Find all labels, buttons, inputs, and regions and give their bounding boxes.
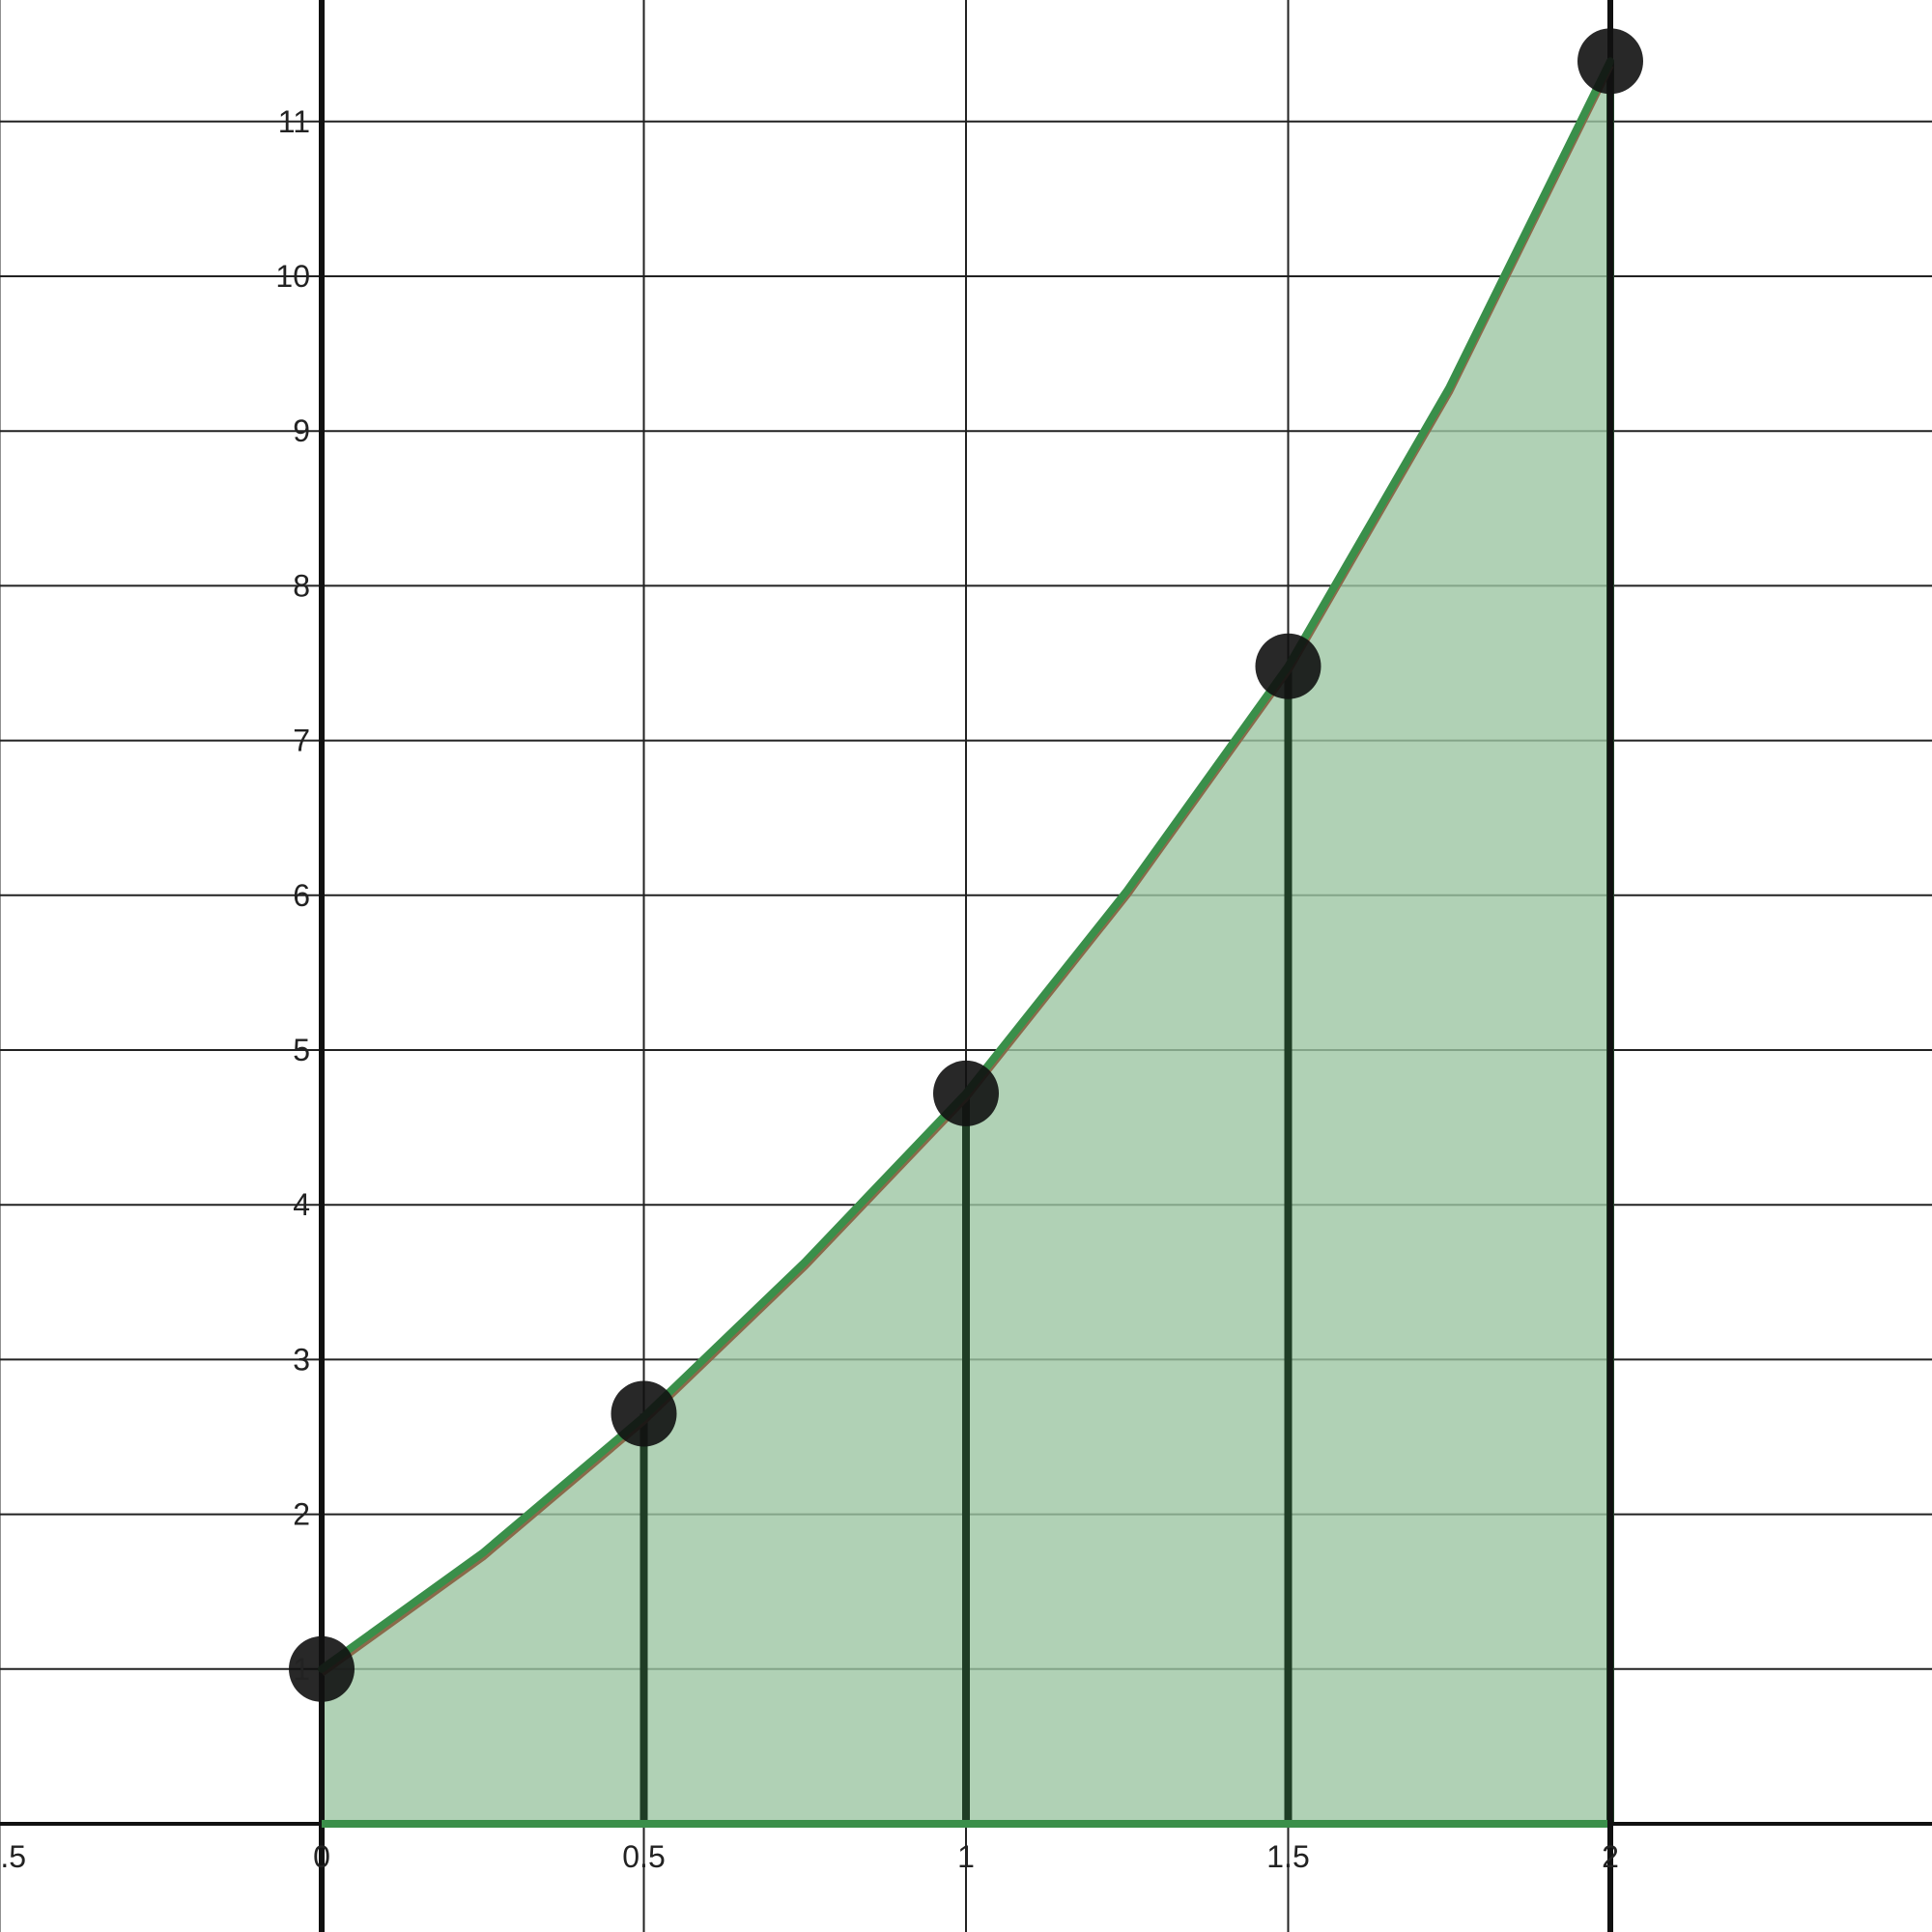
- tick-labels: -0.5 0 0.5 1 1.5 2 1 2 3 4 5 6 7 8 9 10 11: [0, 104, 1619, 1874]
- y-tick-label: 7: [293, 724, 310, 758]
- y-tick-label: 4: [293, 1187, 310, 1222]
- data-point: [611, 1380, 677, 1447]
- y-tick-label: 2: [293, 1497, 310, 1532]
- x-tick-label: 2: [1602, 1839, 1619, 1874]
- x-tick-label: 1: [957, 1839, 975, 1874]
- y-tick-label: 1: [293, 1652, 310, 1687]
- y-tick-label: 3: [293, 1342, 310, 1377]
- data-point: [1577, 28, 1643, 95]
- data-points: [289, 28, 1643, 1702]
- data-point: [933, 1060, 999, 1126]
- x-tick-label: -0.5: [0, 1839, 26, 1874]
- data-point: [1255, 633, 1321, 699]
- y-tick-label: 6: [293, 878, 310, 913]
- y-tick-label: 8: [293, 568, 310, 603]
- y-tick-label: 9: [293, 413, 310, 448]
- y-tick-label: 11: [278, 104, 310, 139]
- data-point: [289, 1635, 355, 1702]
- x-tick-label: 0.5: [622, 1839, 665, 1874]
- x-tick-label: 0: [313, 1839, 330, 1874]
- x-tick-label: 1.5: [1266, 1839, 1309, 1874]
- y-tick-label: 5: [293, 1033, 310, 1067]
- y-tick-label: 10: [275, 259, 310, 294]
